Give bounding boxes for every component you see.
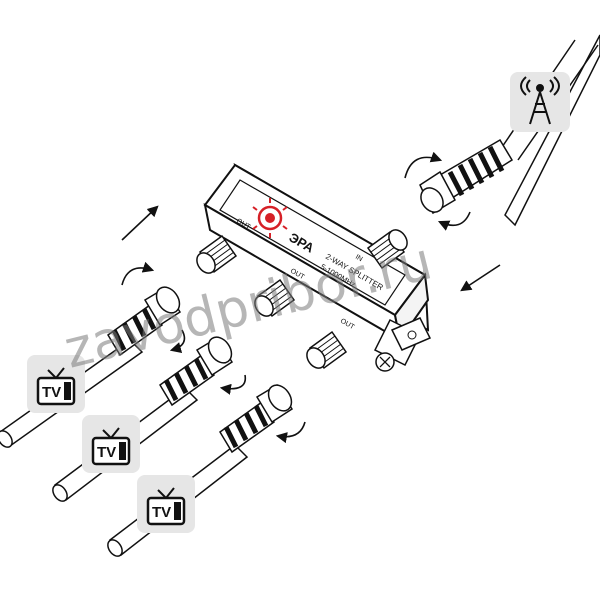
- port-out-mid: [254, 278, 296, 318]
- port-in: [366, 229, 408, 270]
- tv-f-plug-1: [107, 286, 182, 357]
- rotate-arrow-antenna-top: [404, 151, 443, 179]
- port-out-left: [196, 234, 238, 274]
- rotate-arrow-tv3: [275, 421, 306, 444]
- insert-arrow-left: [121, 205, 159, 241]
- tv-badge-3-label: TV: [152, 504, 171, 521]
- rotate-arrow-tv1-top: [121, 261, 155, 286]
- rotate-arrow-tv1-bottom: [169, 329, 186, 353]
- port-out-bottom: [306, 330, 348, 370]
- splitter-body: [203, 163, 432, 372]
- port-label-in: IN: [354, 254, 364, 264]
- insert-arrow-right: [460, 264, 501, 292]
- tv-badge-1-label: TV: [42, 384, 61, 401]
- direction-arrows: [121, 151, 501, 444]
- antenna-f-plug: [419, 138, 514, 215]
- antenna-tower-icon: [520, 76, 560, 125]
- tv-badge-2: TV: [82, 415, 140, 473]
- era-logo: [252, 198, 288, 238]
- tv-badge-1: TV: [27, 355, 85, 413]
- port-label-out-bottom: OUT: [339, 318, 356, 332]
- tv-badge-2-label: TV: [97, 444, 116, 461]
- tv-icon: [36, 367, 76, 406]
- rotate-arrow-tv2: [219, 374, 247, 395]
- tv-f-plug-2: [159, 336, 234, 407]
- tv-icon: [91, 427, 131, 466]
- tv-f-plug-3: [219, 383, 294, 454]
- rotate-arrow-antenna-bottom: [437, 211, 471, 231]
- tv-badge-3: TV: [137, 475, 195, 533]
- tv-icon: [146, 487, 186, 526]
- antenna-badge: [510, 72, 570, 132]
